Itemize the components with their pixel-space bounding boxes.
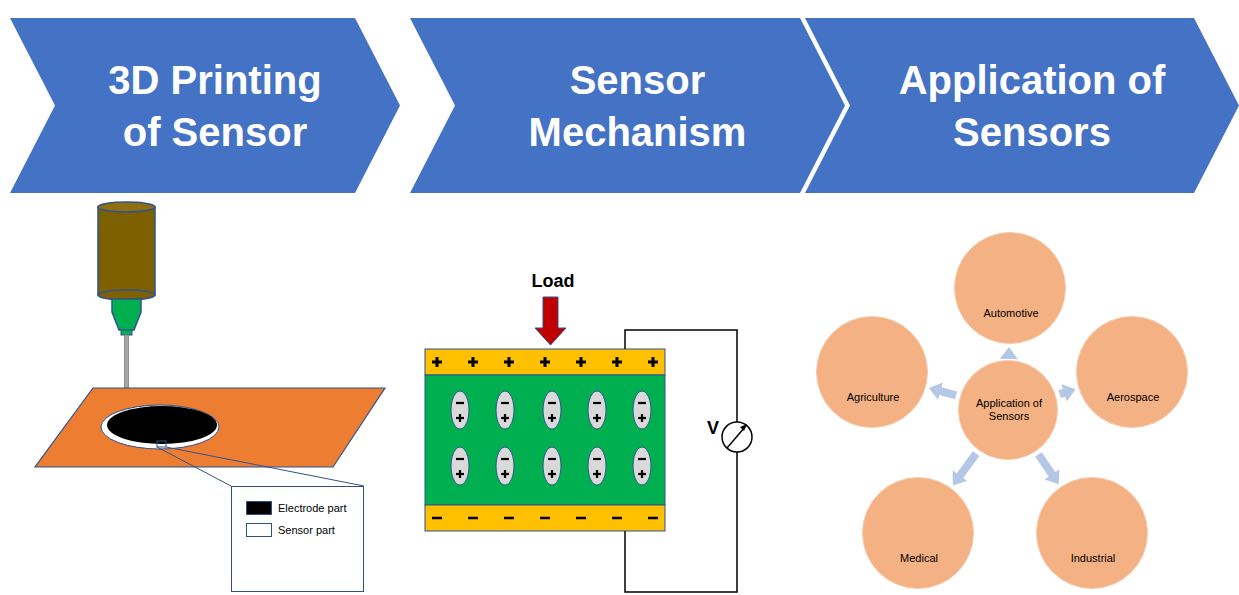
- electrode-layer: [107, 406, 217, 444]
- block-arrow: [1000, 347, 1018, 359]
- voltage-label: V: [707, 418, 719, 439]
- block-arrow: [929, 382, 956, 399]
- banner-title: Sensor Mechanism: [485, 54, 790, 158]
- circle-label: Application of Sensors: [973, 397, 1045, 423]
- leader-line: [166, 447, 364, 486]
- voltmeter-symbol: [722, 422, 752, 452]
- chevron-shape: [10, 18, 400, 193]
- print-nozzle: [98, 202, 155, 413]
- legend-swatch: [246, 501, 272, 515]
- block-arrow: [953, 454, 976, 486]
- load-label: Load: [532, 271, 575, 292]
- charge-symbols: [432, 357, 658, 518]
- top-electrode: [425, 349, 665, 375]
- application-circle: Application of Sensors: [958, 360, 1058, 460]
- banner-title: 3D Printing of Sensor: [85, 54, 345, 158]
- legend-text: Sensor part: [278, 524, 335, 536]
- circle-label: Agriculture: [825, 391, 921, 404]
- legend-box: Electrode partSensor part: [231, 486, 364, 592]
- chevron-shape: [805, 18, 1239, 193]
- application-circle: Automotive: [954, 232, 1066, 344]
- piezo-layer: [425, 375, 665, 505]
- load-arrow: [535, 297, 566, 345]
- sensor-layer: [101, 405, 219, 449]
- chevron-banner: 3D Printing of Sensor: [10, 18, 400, 193]
- chevron-banner: Sensor Mechanism: [410, 18, 845, 193]
- legend-text: Electrode part: [278, 502, 346, 514]
- block-arrow: [1038, 455, 1059, 485]
- legend-swatch: [246, 523, 272, 537]
- application-circle: Industrial: [1036, 477, 1148, 589]
- circle-label: Medical: [871, 552, 967, 565]
- application-circle: Agriculture: [816, 316, 928, 428]
- chevron-shape: [410, 18, 845, 193]
- detail-marker: [157, 441, 166, 447]
- block-arrow: [1060, 384, 1076, 401]
- chevron-banner: Application of Sensors: [805, 18, 1239, 193]
- banner-title: Application of Sensors: [880, 54, 1184, 158]
- circle-label: Aerospace: [1085, 391, 1181, 404]
- application-circle: Aerospace: [1076, 316, 1188, 428]
- circle-label: Automotive: [963, 307, 1059, 320]
- substrate-sheet: [35, 388, 385, 467]
- application-circle: Medical: [862, 477, 974, 589]
- circuit-wire: [625, 330, 737, 592]
- legend-row: Sensor part: [246, 523, 335, 537]
- bottom-electrode: [425, 505, 665, 531]
- circle-label: Industrial: [1045, 552, 1141, 565]
- legend-row: Electrode part: [246, 501, 346, 515]
